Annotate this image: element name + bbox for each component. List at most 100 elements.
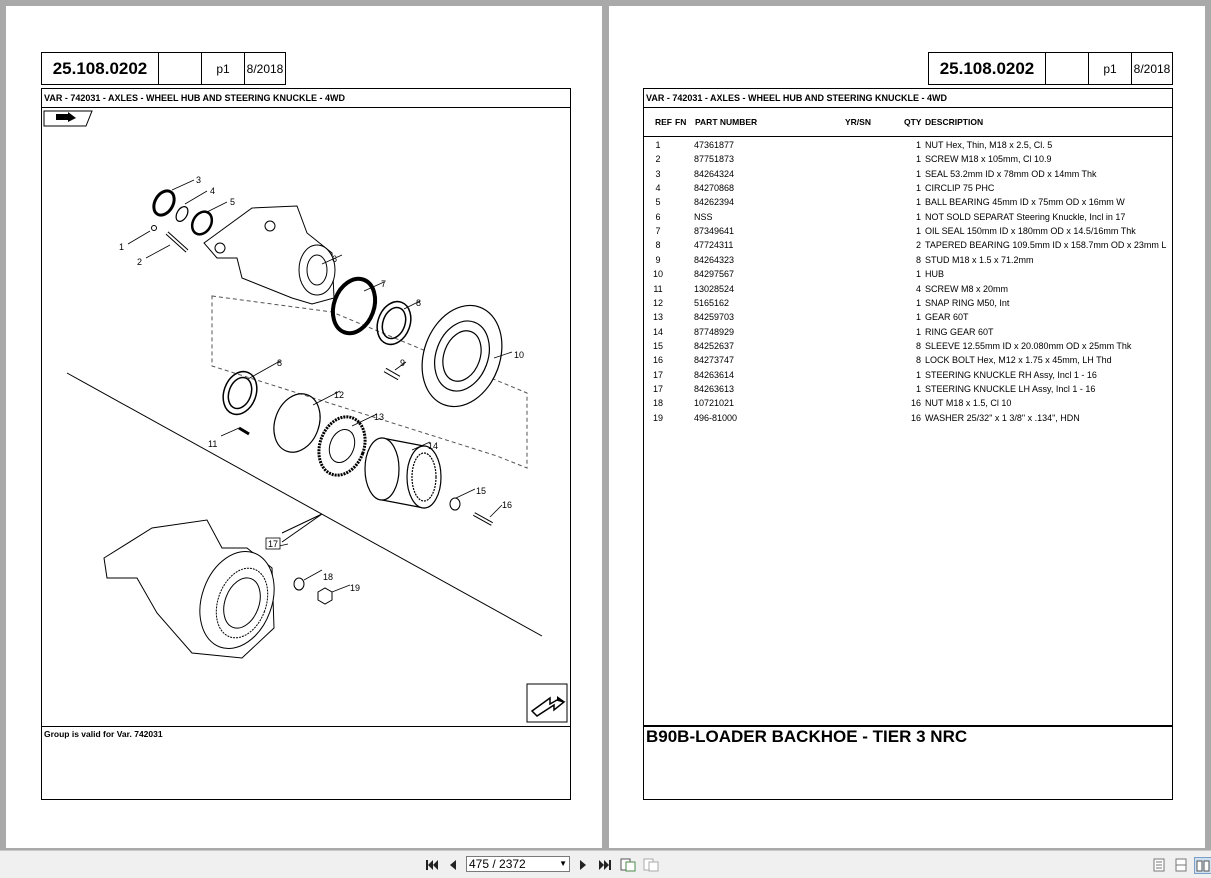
col-fn: FN <box>675 117 687 127</box>
part-number-cell: 84264324 <box>694 168 735 179</box>
qty-cell: 1 <box>915 369 921 380</box>
qty-cell: 8 <box>915 355 921 366</box>
left-page: 25.108.0202 p1 8/2018 VAR - 742031 - AXL… <box>6 6 602 848</box>
ref-cell: 17 <box>652 383 663 394</box>
description-cell: BALL BEARING 45mm ID x 75mm OD x 16mm W <box>925 197 1125 208</box>
viewer-toolbar: 475 / 2372 ▼ <box>0 850 1211 878</box>
callout-6: 6 <box>332 254 337 264</box>
part-number-cell: 84252637 <box>694 340 735 351</box>
description-cell: GEAR 60T <box>925 312 969 323</box>
ref-cell: 8 <box>655 240 661 251</box>
next-view-arrow-icon[interactable] <box>526 683 568 723</box>
part-number-cell: 87349641 <box>694 226 735 237</box>
page-code: p1 <box>202 53 245 84</box>
part-number-cell: 84264323 <box>694 254 735 265</box>
part-number-cell: NSS <box>694 211 713 222</box>
part-number-cell: 84270868 <box>694 183 735 194</box>
qty-cell: 1 <box>915 154 921 165</box>
fit-icon[interactable] <box>643 857 659 872</box>
chevron-down-icon[interactable]: ▼ <box>559 859 567 868</box>
prev-page-icon[interactable] <box>446 857 460 872</box>
ref-cell: 19 <box>652 412 663 423</box>
ref-cell: 6 <box>655 211 661 222</box>
table-row: 5 84262394 1 BALL BEARING 45mm ID x 75mm OD… <box>644 197 1172 211</box>
next-page-icon[interactable] <box>576 857 590 872</box>
callout-8b: 8 <box>277 358 282 368</box>
part-number-cell: 13028524 <box>694 283 735 294</box>
part-number-cell: 84263613 <box>694 383 735 394</box>
description-cell: SNAP RING M50, Int <box>925 297 1010 308</box>
col-qty: QTY <box>904 117 922 127</box>
part-number-cell: 47724311 <box>694 240 734 251</box>
part-number-cell: 84259703 <box>694 312 735 323</box>
parts-table: REF FN PART NUMBER YR/SN QTY DESCRIPTION… <box>643 108 1173 726</box>
ring-gear-icon <box>364 437 442 509</box>
callout-18: 18 <box>323 572 333 582</box>
callout-3: 3 <box>196 175 201 185</box>
validity-note: Group is valid for Var. 742031 <box>41 726 571 800</box>
ref-cell: 4 <box>655 183 661 194</box>
ref-cell: 7 <box>655 226 661 237</box>
part-number-cell: 496-81000 <box>694 412 738 423</box>
callout-7: 7 <box>381 279 386 289</box>
ref-cell: 12 <box>652 297 663 308</box>
two-page-icon[interactable] <box>1194 857 1211 874</box>
direction-tag-icon <box>43 110 93 127</box>
callout-5: 5 <box>230 197 235 207</box>
col-description: DESCRIPTION <box>925 117 984 127</box>
callout-12: 12 <box>334 390 344 400</box>
header-blank-cell <box>159 53 202 84</box>
description-cell: NOT SOLD SEPARAT Steering Knuckle, Incl … <box>925 211 1126 222</box>
ref-cell: 10 <box>652 269 663 280</box>
callout-8a: 8 <box>416 298 421 308</box>
description-cell: WASHER 25/32" x 1 3/8" x .134", HDN <box>925 412 1080 423</box>
col-part-number: PART NUMBER <box>695 117 758 127</box>
model-title: B90B-LOADER BACKHOE - TIER 3 NRC <box>643 726 1173 800</box>
continuous-icon[interactable] <box>1174 857 1188 872</box>
qty-cell: 1 <box>915 211 921 222</box>
group-title: VAR - 742031 - AXLES - WHEEL HUB AND STE… <box>41 88 571 108</box>
header-date: 8/2018 <box>1133 61 1171 76</box>
ref-cell: 9 <box>655 254 661 265</box>
table-row: 6 NSS 1 NOT SOLD SEPARAT Steering Knuckle, … <box>644 212 1172 226</box>
description-cell: NUT Hex, Thin, M18 x 2.5, Cl. 5 <box>925 140 1053 150</box>
page-number-input[interactable]: 475 / 2372 ▼ <box>466 856 570 872</box>
qty-cell: 1 <box>915 269 921 280</box>
page-code: p1 <box>1089 53 1132 84</box>
callout-19: 19 <box>350 583 360 593</box>
page-indicator: 475 / 2372 <box>469 857 526 871</box>
part-number-cell: 5165162 <box>694 297 730 308</box>
section-number: 25.108.0202 <box>42 53 159 84</box>
last-page-icon[interactable] <box>597 857 613 872</box>
part-number-cell: 84262394 <box>694 197 735 208</box>
single-page-icon[interactable] <box>1152 857 1166 872</box>
qty-cell: 1 <box>915 183 921 194</box>
first-page-icon[interactable] <box>424 857 440 872</box>
description-cell: STUD M18 x 1.5 x 71.2mm <box>925 254 1034 265</box>
ref-cell: 15 <box>652 340 663 351</box>
description-cell: HUB <box>925 269 945 280</box>
rotate-view-icon[interactable] <box>620 857 636 872</box>
callout-4: 4 <box>210 186 215 196</box>
ref-cell: 5 <box>655 197 661 208</box>
description-cell: SCREW M8 x 20mm <box>925 283 1009 294</box>
header-date: 8/2018 <box>246 61 284 76</box>
description-cell: STEERING KNUCKLE RH Assy, Incl 1 - 16 <box>925 369 1097 380</box>
qty-cell: 1 <box>915 197 921 208</box>
description-cell: SCREW M18 x 105mm, Cl 10.9 <box>925 154 1052 165</box>
right-page: 25.108.0202 p1 8/2018 VAR - 742031 - AXL… <box>609 6 1205 848</box>
right-header: 25.108.0202 p1 8/2018 <box>928 52 1173 85</box>
